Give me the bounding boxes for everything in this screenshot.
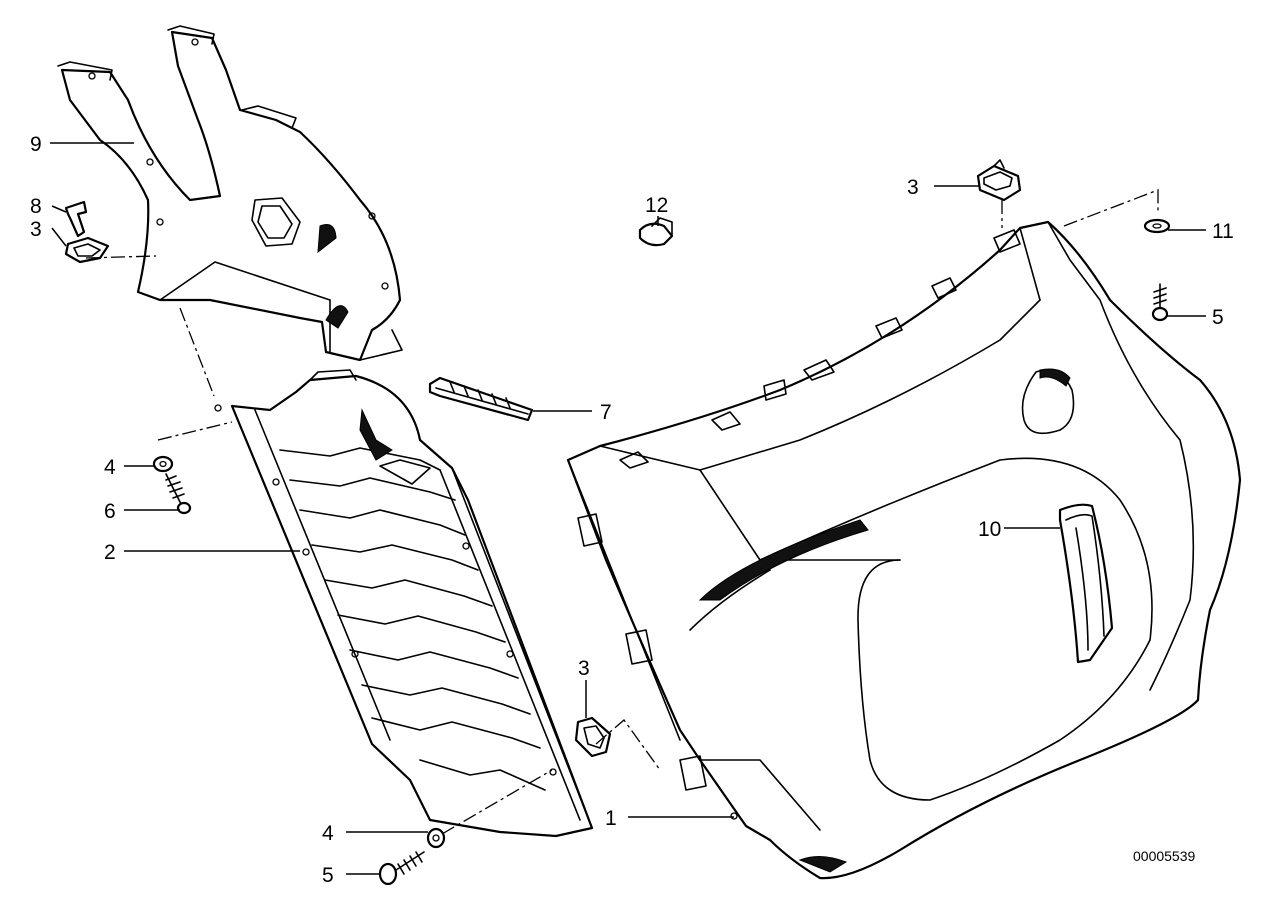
part-12-push-rivet: [638, 217, 674, 247]
part-3-clip-center: [574, 716, 612, 758]
callout-2: 2: [104, 541, 116, 564]
part-6-screw: [165, 473, 192, 515]
callout-3-top-right: 3: [907, 176, 919, 199]
callout-4-upper: 4: [104, 456, 116, 479]
part-2-grille-panel: [214, 369, 594, 838]
part-11-washer: [1143, 218, 1171, 234]
part-4-washer-lower: [426, 827, 446, 849]
part-9-upper-cover: [57, 25, 403, 362]
part-10-reflector: [1058, 503, 1114, 664]
callout-1: 1: [605, 807, 617, 830]
part-3-clip-left: [64, 236, 110, 264]
callout-10: 10: [978, 518, 1001, 541]
part-4-washer-upper: [152, 455, 174, 473]
assembly-lines: [85, 189, 1159, 835]
callout-8: 8: [30, 195, 42, 218]
leader-lines: [50, 142, 1206, 875]
part-8-plastic-screw: [64, 200, 88, 238]
part-7-rubber-strip: [428, 376, 534, 422]
callout-7: 7: [600, 401, 612, 424]
part-3-clip-top-right: [976, 159, 1022, 202]
callout-3-center: 3: [578, 657, 590, 680]
callout-3-left: 3: [30, 218, 42, 241]
part-1-fairing-side: [566, 220, 1242, 880]
reference-number: 00005539: [1133, 848, 1196, 864]
callout-6: 6: [104, 500, 116, 523]
part-5-screw-right: [1151, 283, 1169, 322]
callout-12: 12: [645, 194, 668, 217]
callout-labels: 1 2 3 3 3 4 4 5 5 6 7 8 9 10 11 12: [30, 133, 1234, 887]
callout-5-lower: 5: [322, 864, 334, 887]
callout-4-lower: 4: [322, 822, 334, 845]
part-5-screw-lower: [378, 851, 425, 886]
callout-5-right: 5: [1212, 306, 1224, 329]
callout-11: 11: [1212, 220, 1234, 243]
callout-9: 9: [30, 133, 42, 156]
